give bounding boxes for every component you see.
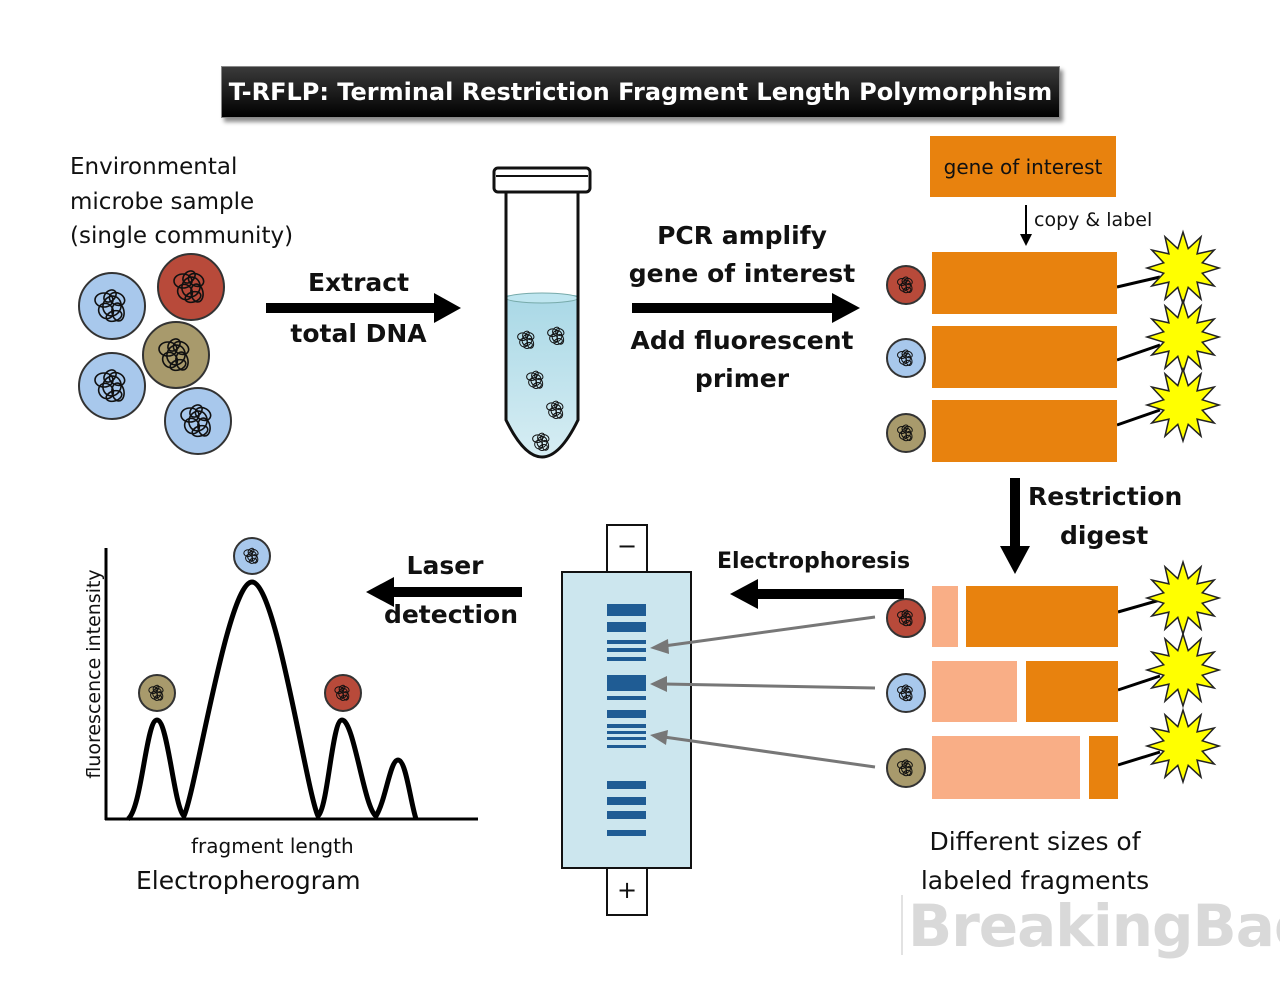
copy-label-arrow <box>1020 205 1032 246</box>
gel-band <box>607 657 646 661</box>
dna-coil-icon <box>897 684 913 702</box>
fragments-caption-line2: labeled fragments <box>920 866 1150 895</box>
dna-coil-icon <box>94 289 126 323</box>
dna-coil-icon <box>180 404 212 438</box>
microbe-blue-2 <box>78 352 146 420</box>
dna-coil-icon <box>173 270 205 304</box>
gel-band <box>607 811 646 819</box>
gel-band <box>607 781 646 789</box>
graph-y-axis-label: fluorescence intensity <box>83 569 105 779</box>
gene-of-interest-label: gene of interest <box>943 154 1103 179</box>
gel-band <box>607 640 646 644</box>
fluorescent-label-star-icon <box>1144 366 1222 444</box>
dna-coil-icon <box>547 326 565 345</box>
fragment-3-cut <box>932 736 1080 799</box>
pcr-arrow <box>632 293 860 323</box>
microbe-red <box>157 253 225 321</box>
fluorescent-label-star-icon <box>1144 631 1222 709</box>
pcr-label-line4: primer <box>694 364 790 393</box>
electrophoresis-label: Electrophoresis <box>717 549 911 574</box>
extract-label-line2: total DNA <box>290 319 427 348</box>
dna-coil-icon <box>94 369 126 403</box>
test-tube <box>492 166 592 459</box>
dna-coil-icon <box>546 400 564 419</box>
gel-band <box>607 710 646 718</box>
watermark: BreakingBad <box>908 892 1280 960</box>
title-bar: T-RFLP: Terminal Restriction Fragment Le… <box>221 66 1060 118</box>
dna-coil-icon <box>526 370 544 389</box>
fragment-2-labeled <box>1026 661 1118 722</box>
gel <box>561 524 692 916</box>
restriction-label-line2: digest <box>1060 521 1149 550</box>
gel-minus-sign: − <box>616 532 638 560</box>
fragment-1-cut <box>932 586 958 647</box>
labeled-copy-bar-3 <box>932 400 1117 462</box>
labeled-copies <box>886 229 1222 453</box>
gel-band <box>607 797 646 805</box>
sample-label-line2: microbe sample <box>70 189 255 215</box>
gel-band <box>607 604 646 616</box>
microbe-olive <box>142 321 210 389</box>
sample-label-line1: Environmental <box>70 154 238 180</box>
gel-band <box>607 622 646 632</box>
dna-coil-icon <box>897 349 913 367</box>
labeled-copy-bar-2 <box>932 326 1117 388</box>
gel-band <box>607 675 646 691</box>
extract-label-line1: Extract <box>307 268 410 297</box>
fragment-3-labeled <box>1089 736 1118 799</box>
graph-caption: Electropherogram <box>136 866 361 895</box>
restriction-arrow <box>1000 478 1030 574</box>
dna-coil-icon <box>897 609 913 627</box>
fragment-2-cut <box>932 661 1017 722</box>
page-title: T-RFLP: Terminal Restriction Fragment Le… <box>228 78 1053 106</box>
dna-coil-icon <box>148 684 164 701</box>
graph-x-axis-label: fragment length <box>191 834 354 858</box>
gel-band <box>607 696 646 700</box>
watermark-divider <box>901 895 903 955</box>
dna-coil-icon <box>243 547 259 564</box>
fluorescent-label-star-icon <box>1144 707 1222 785</box>
gel-band <box>607 737 646 740</box>
dna-coil-icon <box>897 759 913 777</box>
gel-band <box>607 724 646 728</box>
pcr-label-line2: gene of interest <box>628 259 856 288</box>
pcr-label-line3: Add fluorescent <box>630 326 854 355</box>
gel-plus-sign: + <box>616 876 638 904</box>
labeled-copy-bar-1 <box>932 252 1117 314</box>
microbe-blue-3 <box>164 387 232 455</box>
gel-bands <box>607 604 646 836</box>
gel-band <box>607 830 646 836</box>
microbe-blue-1 <box>78 272 146 340</box>
band-pointer-arrows <box>650 615 876 769</box>
dna-coil-icon <box>517 330 535 349</box>
laser-label-line1: Laser <box>406 551 484 580</box>
electrophoresis-arrow <box>730 579 904 609</box>
gene-of-interest-box: gene of interest <box>930 136 1116 197</box>
fragments-caption-line1: Different sizes of <box>929 827 1141 856</box>
laser-arrow <box>366 577 522 607</box>
gel-band <box>607 731 646 734</box>
dna-coil-icon <box>897 276 913 294</box>
fluorescent-label-star-icon <box>1144 298 1222 376</box>
fluorescent-label-star-icon <box>1144 559 1222 637</box>
laser-label-line2: detection <box>383 600 519 629</box>
dna-coil-icon <box>532 432 550 451</box>
dna-coil-icon <box>334 684 350 701</box>
gel-band <box>607 745 646 748</box>
dna-coil-icon <box>897 424 913 442</box>
copy-label-text: copy & label <box>1034 209 1153 231</box>
digested-fragments <box>886 559 1222 788</box>
sample-label-line3: (single community) <box>70 223 294 249</box>
microbe-sample-cells <box>78 253 232 455</box>
pcr-label-line1: PCR amplify <box>657 221 827 250</box>
electropherogram <box>104 537 478 821</box>
gel-band <box>607 648 646 652</box>
extract-arrow <box>266 293 461 323</box>
fluorescent-label-star-icon <box>1144 229 1222 307</box>
fragment-1-labeled <box>966 586 1118 647</box>
restriction-label-line1: Restriction <box>1028 482 1183 511</box>
dna-coil-icon <box>158 338 190 372</box>
